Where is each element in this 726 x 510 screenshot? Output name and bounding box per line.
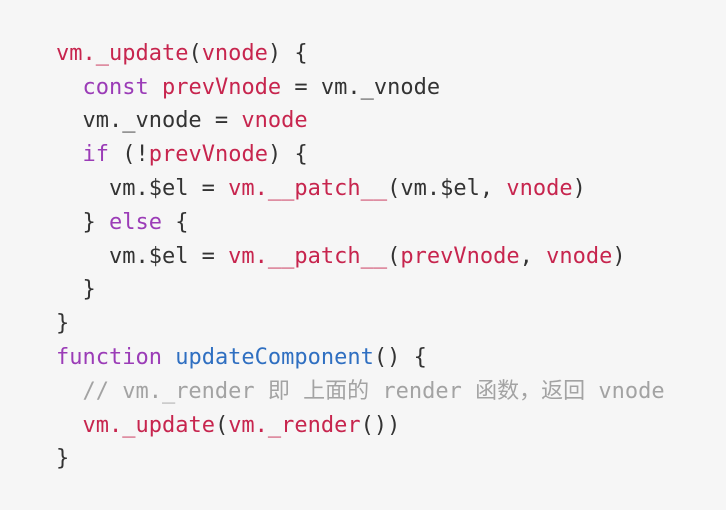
code-token: vm.__patch__ (228, 243, 388, 269)
code-token: } (55, 311, 70, 337)
code-line-3: vm._vnode = vnode (3, 71, 726, 133)
code-line-6: } else { (3, 172, 726, 235)
code-line-7: vm.$el = vm.__patch__(prevVnode, vnode) (3, 206, 726, 269)
code-token: vm.$el = (55, 243, 229, 269)
code-line-10: function updateComponent() { (3, 307, 726, 370)
code-token: (vm.$el, (387, 175, 507, 201)
code-token: } (55, 209, 109, 235)
code-token: ( (188, 40, 202, 66)
code-token: (! (108, 142, 149, 168)
code-token: const (82, 74, 149, 100)
code-token: ) { (267, 142, 308, 168)
code-token: } (55, 446, 70, 472)
code-token: vm._update (82, 412, 215, 438)
code-token: ) (612, 243, 626, 269)
code-token: ) { (267, 40, 308, 66)
code-token (162, 345, 175, 370)
code-token: if (82, 142, 109, 168)
code-token: ( (387, 243, 401, 269)
code-line-11: // vm._render 即 上面的 render 函数，返回 vnode (3, 341, 726, 404)
code-token (56, 142, 83, 167)
code-token: vnode (241, 108, 308, 134)
code-token: ()) (360, 412, 401, 438)
code-token: prevVnode (161, 74, 282, 100)
code-line-12: vm._update(vm._render()) (3, 375, 726, 438)
code-line-1: vm._update(vnode) { (3, 3, 726, 66)
code-token: prevVnode (400, 243, 520, 269)
code-token (56, 75, 83, 100)
code-editor: vm._update(vnode) { const prevVnode = vm… (3, 3, 726, 472)
code-token: () { (373, 344, 427, 370)
code-token: vm._vnode = (55, 108, 242, 134)
code-line-4: if (!prevVnode) { (3, 104, 726, 167)
code-token: prevVnode (148, 142, 268, 168)
code-token: { (161, 209, 189, 235)
code-token (56, 413, 83, 438)
code-token: else (108, 209, 162, 235)
code-token: vm._render (228, 412, 361, 438)
code-token: vm._update (55, 40, 189, 66)
code-token: vnode (546, 243, 613, 269)
code-line-8: } (3, 240, 726, 302)
code-token: updateComponent (175, 344, 374, 370)
code-token: vnode (506, 175, 573, 201)
code-line-2: const prevVnode = vm._vnode (3, 37, 726, 100)
code-token: = vm._vnode (281, 74, 441, 100)
code-token: function (55, 344, 162, 370)
code-comment: // vm._render 即 上面的 render 函数，返回 vnode (55, 378, 665, 404)
code-token: vm.__patch__ (228, 175, 388, 201)
code-token: ) (572, 175, 586, 201)
code-line-9: } (3, 273, 726, 336)
code-token: vnode (201, 40, 268, 66)
code-token: vm.$el = (55, 175, 229, 201)
code-line-5: vm.$el = vm.__patch__(vm.$el, vnode) (3, 138, 726, 201)
code-token: ( (214, 412, 229, 438)
code-token: } (55, 277, 96, 303)
code-token (149, 75, 162, 100)
code-token: , (519, 243, 547, 269)
